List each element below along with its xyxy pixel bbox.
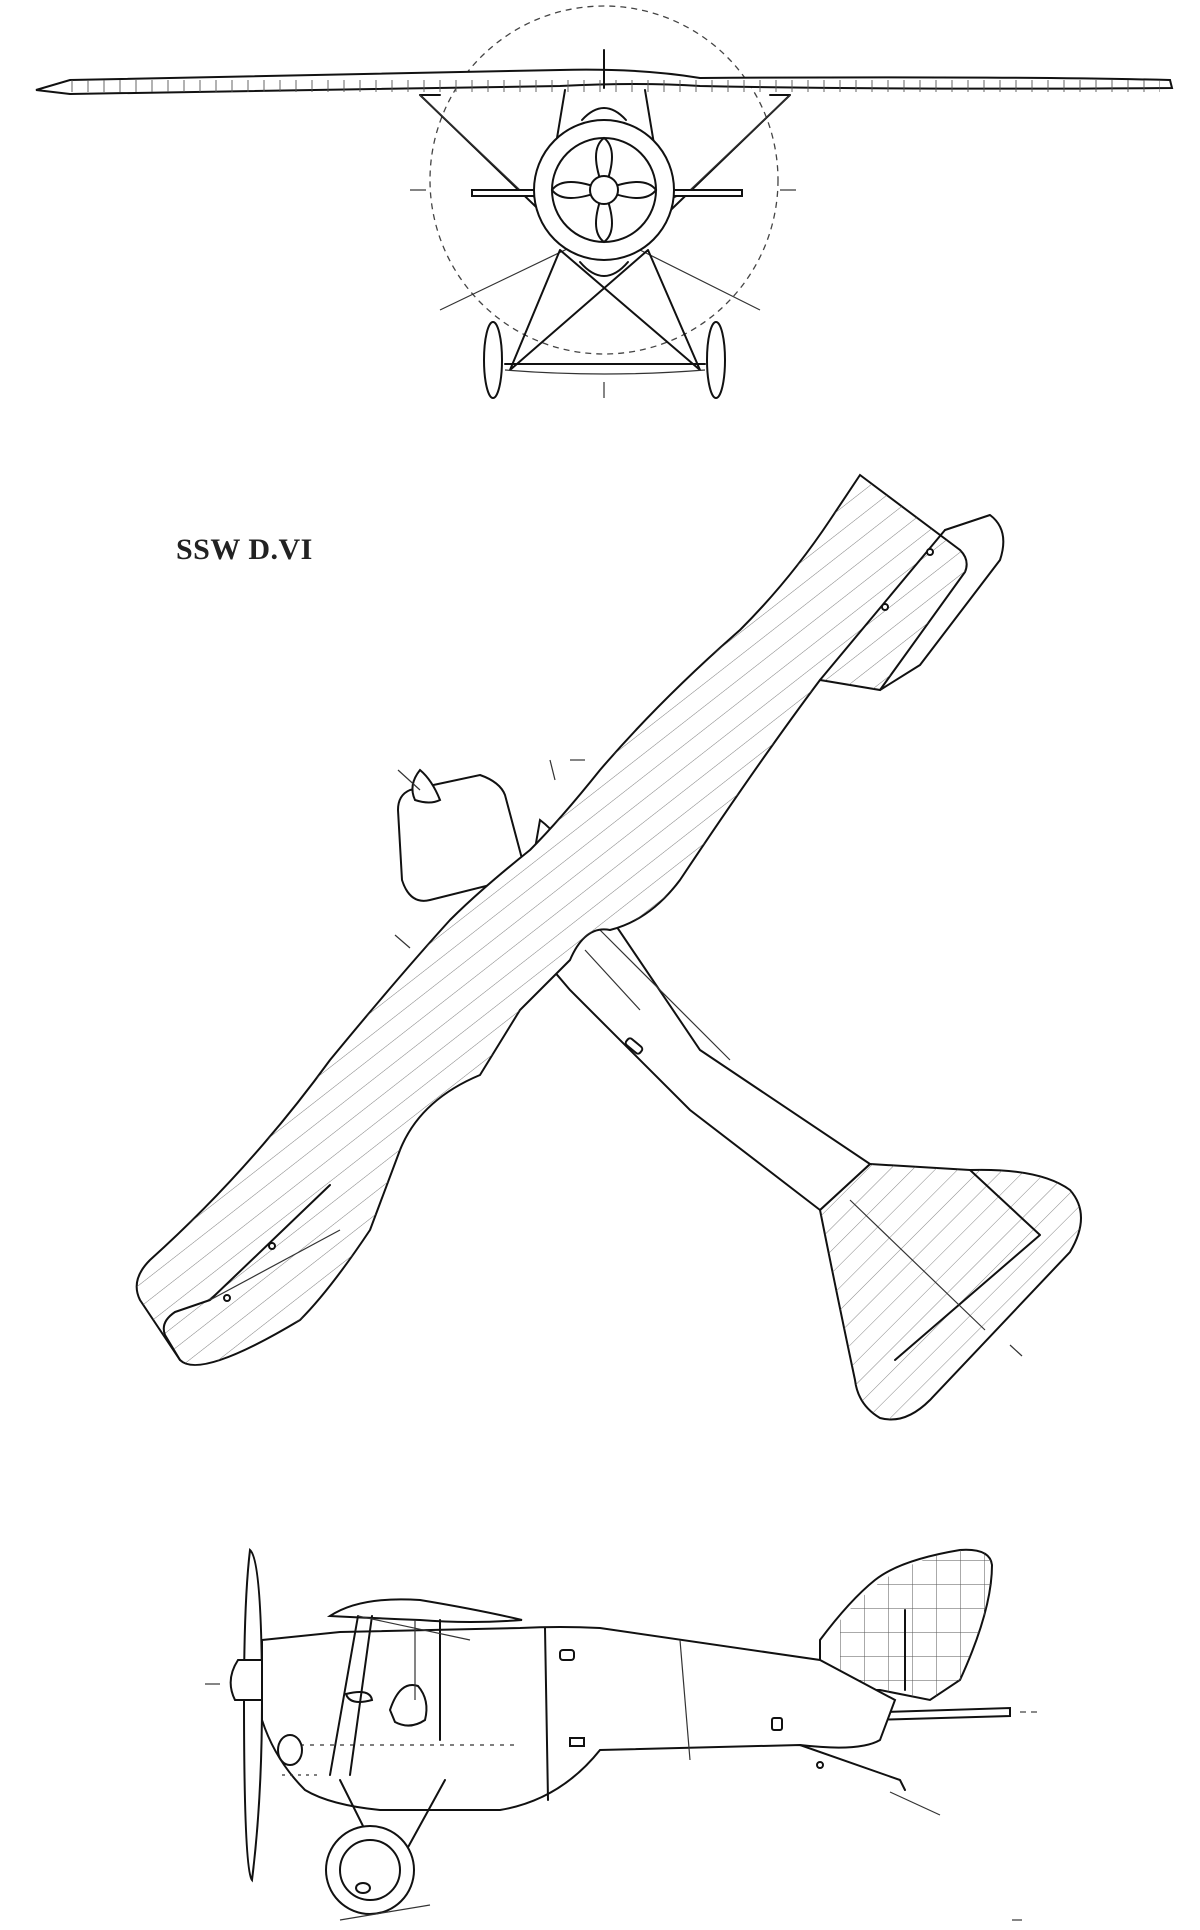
left-wheel-front — [483, 321, 503, 399]
propeller-side — [242, 1548, 264, 1883]
plan-view — [135, 473, 1082, 1421]
upper-wing-side — [326, 1598, 523, 1623]
fuselage-side — [261, 1626, 897, 1811]
front-view — [35, 5, 1174, 399]
right-wheel-front — [706, 321, 726, 399]
aircraft-title: SSW D.VI — [176, 533, 313, 566]
propeller-arc — [429, 5, 779, 355]
side-view — [205, 1548, 1040, 1921]
